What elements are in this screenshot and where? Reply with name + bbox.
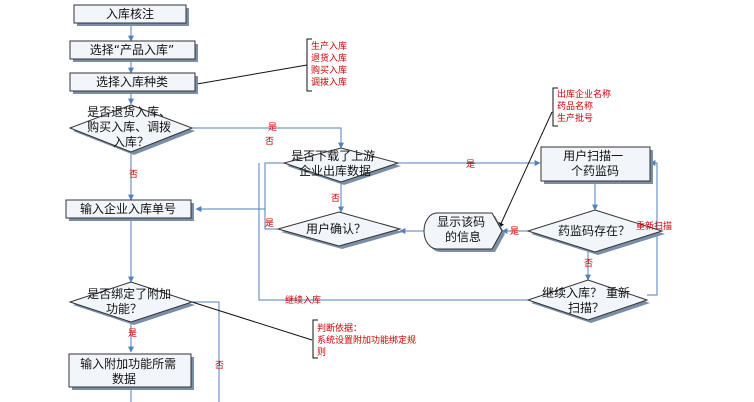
- decision-downloaded-upstream-label: 是否下载了上游 企业出库数据: [291, 149, 379, 178]
- note-judge-basis-line: 则: [317, 346, 326, 358]
- edge-labels: 是 否 否 是 否 是 是 重新扫描 否 继续入库 是 否: [128, 122, 672, 371]
- note-outbound-info: 出库企业名称 药品名称 生产批号: [557, 88, 611, 124]
- decision-continue-or-rescan: 继续入库？ 重新 扫描？: [526, 279, 650, 323]
- label-yes-addon: 是: [128, 328, 137, 339]
- show-code-info-label: 显示该码 的信息: [437, 215, 489, 244]
- note-in-types-line: 生产入库: [311, 40, 347, 52]
- edge-decision-yes-to-download: [192, 127, 344, 149]
- label-yes-code-exists: 是: [510, 226, 519, 237]
- decision-downloaded-upstream: 是否下载了上游 企业出库数据: [282, 147, 401, 185]
- node-enter-doc-number: 输入企业入库单号: [65, 199, 194, 221]
- decision-code-exists: 药监码存在？: [526, 209, 665, 255]
- decision-return-buy-transfer-label: 是否退货入库、 购买入库、调拨 入库？: [87, 104, 175, 149]
- node-show-code-info: 显示该码 的信息: [423, 212, 505, 252]
- bracket-in-types: [306, 38, 312, 92]
- has-addon-label: 是否绑定了附加 功能？: [87, 286, 175, 316]
- node-select-in-type: 选择入库种类: [69, 72, 198, 94]
- note-in-types-line: 购买入库: [311, 64, 347, 76]
- decision-return-buy-transfer: 是否退货入库、 购买入库、调拨 入库？: [68, 104, 195, 155]
- callout-outbound-info: [498, 111, 553, 229]
- warehouse-check-label: 入库核注: [106, 6, 154, 21]
- callout-lines: [191, 38, 558, 359]
- user-confirm-label: 用户确认？: [306, 221, 366, 236]
- note-outbound-info-line: 药品名称: [557, 100, 593, 112]
- node-enter-addon-data: 输入附加功能所需 数据: [68, 353, 194, 390]
- label-yes-download: 是: [466, 159, 475, 170]
- decision-user-confirm: 用户确认？: [276, 211, 403, 249]
- note-outbound-info-line: 出库企业名称: [557, 88, 611, 100]
- label-no-code-exists: 否: [584, 258, 593, 269]
- note-outbound-info-line: 生产批号: [557, 112, 593, 124]
- note-judge-basis: 判断依据： 系统设置附加功能绑定规 则: [317, 322, 416, 358]
- edge-confirm-yes: [264, 209, 279, 230]
- callout-in-types: [196, 64, 308, 85]
- callout-judge-basis: [191, 301, 313, 341]
- select-in-type-label: 选择入库种类: [96, 74, 168, 89]
- flow-lines: [128, 25, 662, 402]
- enter-addon-data-label: 输入附加功能所需 数据: [80, 356, 180, 386]
- edge-addon-no: [192, 301, 220, 402]
- label-no-addon: 否: [215, 360, 224, 371]
- user-scan-label: 用户扫描一 个药监码: [563, 148, 627, 178]
- label-no-to-doc: 否: [129, 169, 138, 180]
- select-product-in-label: 选择“产品入库”: [90, 42, 174, 57]
- enter-doc-number-label: 输入企业入库单号: [80, 201, 176, 216]
- bracket-judge-basis: [312, 319, 318, 359]
- label-no-return: 否: [265, 136, 274, 147]
- edge-continue-in: [258, 163, 528, 301]
- note-in-types-line: 退货入库: [311, 52, 347, 64]
- node-select-product-in: 选择“产品入库”: [69, 40, 198, 62]
- label-yes-return: 是: [268, 122, 277, 133]
- code-exists-label: 药监码存在？: [558, 224, 630, 238]
- label-yes-confirm: 是: [265, 218, 274, 229]
- edge-continue-rescan: [647, 231, 658, 296]
- node-user-scan: 用户扫描一 个药监码: [540, 146, 653, 184]
- note-in-types-line: 调拨入库: [311, 76, 347, 88]
- bracket-outbound-info: [552, 87, 558, 127]
- note-judge-basis-line: 系统设置附加功能绑定规: [317, 334, 416, 346]
- continue-or-rescan-label: 继续入库？ 重新 扫描？: [542, 285, 634, 315]
- note-judge-basis-line: 判断依据：: [317, 322, 362, 334]
- decision-has-addon: 是否绑定了附加 功能？: [68, 281, 195, 325]
- edge-to-doc-number: [195, 162, 284, 212]
- note-in-types: 生产入库 退货入库 购买入库 调拨入库: [311, 40, 347, 88]
- label-rescan: 重新扫描: [636, 220, 672, 232]
- label-no-download: 否: [331, 193, 340, 204]
- node-warehouse-check: 入库核注: [73, 4, 189, 26]
- label-continue-in: 继续入库: [285, 294, 321, 306]
